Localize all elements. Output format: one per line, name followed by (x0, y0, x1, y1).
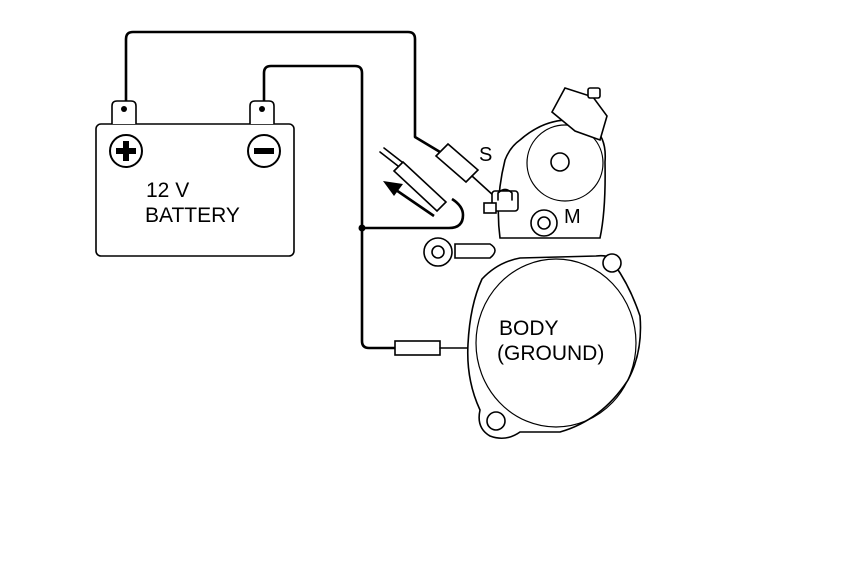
s-terminal-clip (434, 142, 495, 197)
m-terminal-clip (379, 147, 448, 213)
battery-case (95, 123, 295, 257)
terminal-m-label: M (564, 206, 581, 228)
starter-motor: BODY (GROUND) (423, 87, 642, 440)
ground-clip (394, 340, 469, 356)
body-label-line2: (GROUND) (497, 342, 604, 365)
battery: 12 V BATTERY (95, 100, 295, 257)
disconnect-arrow-icon (383, 181, 435, 218)
positive-terminal-hole (121, 106, 127, 112)
negative-terminal-post (249, 100, 275, 124)
m-terminal-lead-wire (362, 197, 465, 230)
negative-lead-wire (262, 64, 395, 350)
s-terminal-tab (483, 188, 519, 214)
negative-terminal-hole (259, 106, 265, 112)
battery-name-label: BATTERY (145, 204, 240, 227)
cable-lug (423, 237, 496, 267)
minus-icon (247, 134, 281, 168)
m-terminal-nut (530, 209, 558, 237)
plus-icon (109, 134, 143, 168)
positive-lead-wire (124, 30, 441, 154)
body-label-line1: BODY (499, 317, 559, 340)
positive-terminal-post (111, 100, 137, 124)
terminal-s-label: S (479, 144, 492, 166)
battery-voltage-label: 12 V (146, 179, 189, 202)
wire-junction (358, 224, 366, 232)
